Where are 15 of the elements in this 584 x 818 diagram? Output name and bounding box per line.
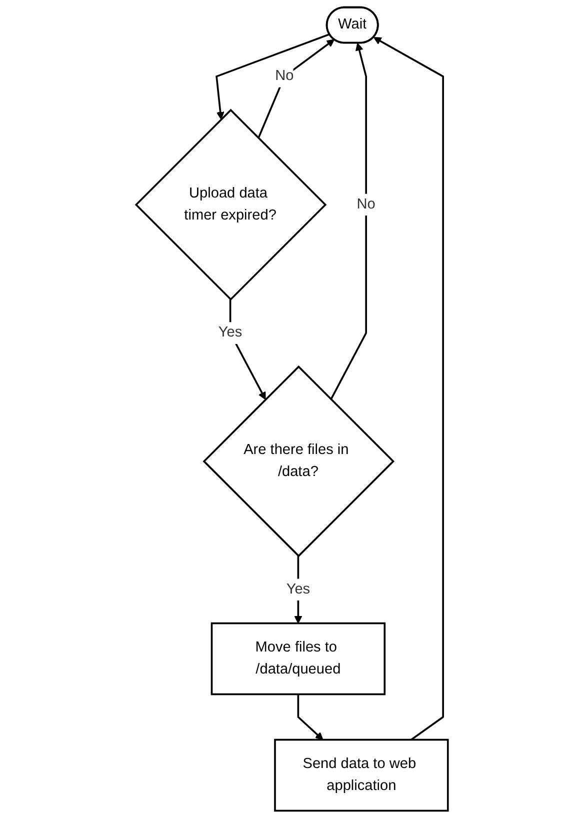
node-box: Send data to web application <box>274 738 449 812</box>
edge-label: No <box>356 196 376 212</box>
arrow <box>258 39 335 139</box>
node-box: Move files to /data/queued <box>210 622 386 696</box>
arrow <box>373 37 444 740</box>
edge-label: Yes <box>286 581 310 597</box>
node-diamond: Are there files in /data? <box>202 365 395 558</box>
arrow <box>229 299 266 400</box>
arrow <box>297 694 324 740</box>
edge-label: No <box>275 68 294 84</box>
arrow <box>294 556 302 624</box>
node-diamond: Upload data timer expired? <box>134 108 327 301</box>
arrow <box>216 33 330 120</box>
arrow <box>330 42 367 400</box>
edge-label: Yes <box>218 324 242 340</box>
